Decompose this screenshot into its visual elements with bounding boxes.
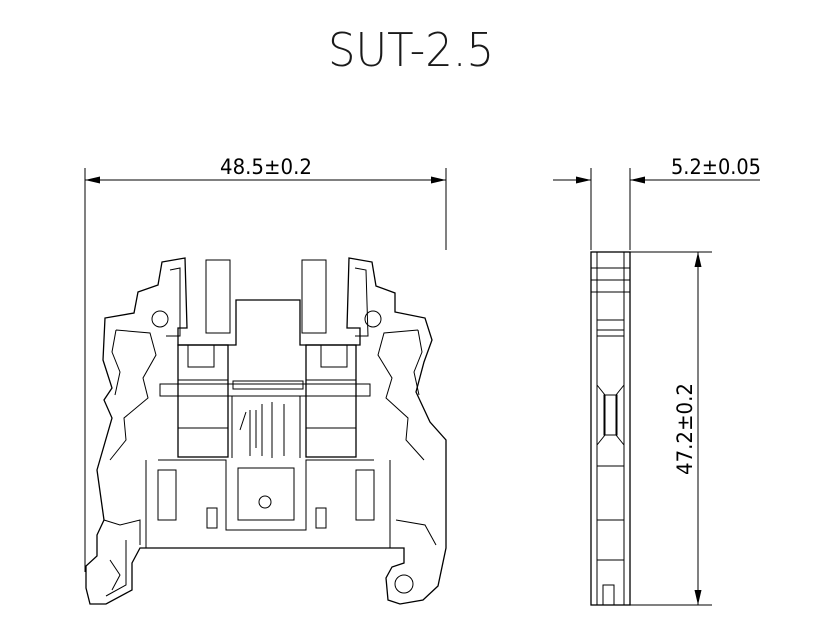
height-dimension: 47.2±0.2 — [630, 251, 712, 606]
drawing-title: SUT-2.5 — [328, 23, 494, 77]
front-view — [85, 257, 447, 605]
side-view — [590, 251, 631, 606]
side-view-outline — [590, 251, 631, 606]
thickness-dimension-label: 5.2±0.05 — [671, 155, 761, 179]
height-dimension-label: 47.2±0.2 — [673, 383, 697, 475]
width-dimension: 48.5±0.2 — [84, 155, 447, 572]
front-view-outline — [85, 257, 447, 605]
thickness-dimension: 5.2±0.05 — [553, 155, 761, 250]
width-dimension-label: 48.5±0.2 — [220, 155, 312, 179]
